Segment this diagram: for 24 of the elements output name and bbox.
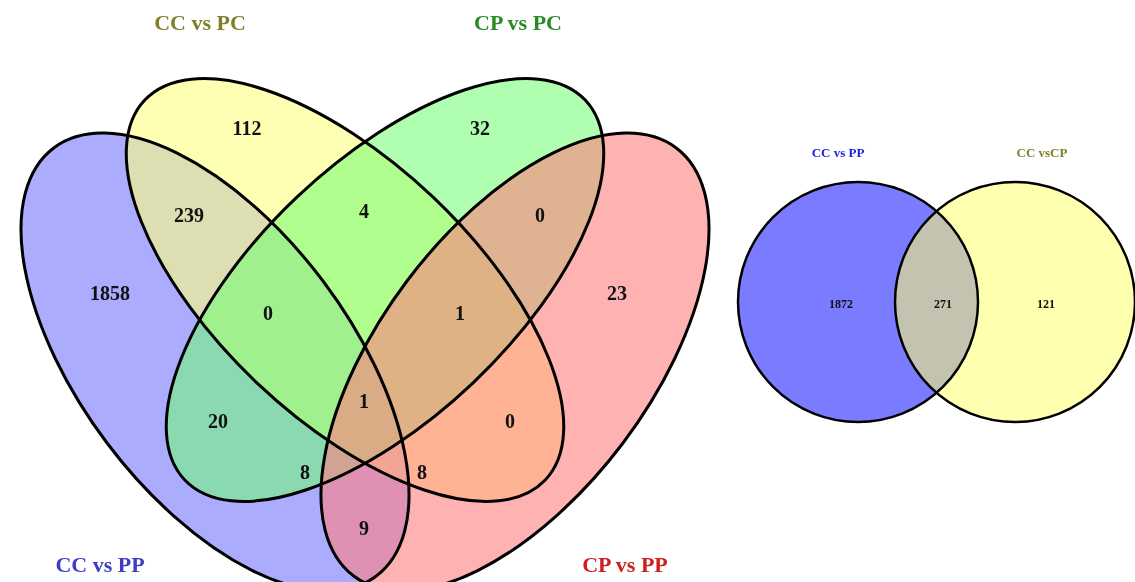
count-label: 112 <box>232 117 262 139</box>
count-label: 23 <box>607 282 627 304</box>
count-label: 0 <box>263 302 273 324</box>
count-label: 0 <box>505 410 515 432</box>
count-label: 239 <box>174 204 204 226</box>
count-label: 0 <box>535 204 545 226</box>
set-title: CP vs PP <box>582 552 668 577</box>
count-label: 20 <box>208 410 228 432</box>
count-label: 8 <box>300 461 310 483</box>
count-label: 1 <box>455 302 465 324</box>
set-title: CC vsCP <box>1016 145 1068 160</box>
set-title: CP vs PC <box>474 10 562 35</box>
count-label: 271 <box>934 297 952 311</box>
count-label: 32 <box>470 117 490 139</box>
count-label: 4 <box>359 200 369 222</box>
count-label: 1872 <box>829 297 853 311</box>
count-label: 1858 <box>90 282 130 304</box>
count-label: 121 <box>1037 297 1055 311</box>
count-label: 8 <box>417 461 427 483</box>
count-label: 9 <box>359 517 369 539</box>
set-title: CC vs PP <box>811 145 865 160</box>
count-label: 1 <box>359 390 369 412</box>
set-title: CC vs PC <box>154 10 246 35</box>
set-title: CC vs PP <box>55 552 145 577</box>
